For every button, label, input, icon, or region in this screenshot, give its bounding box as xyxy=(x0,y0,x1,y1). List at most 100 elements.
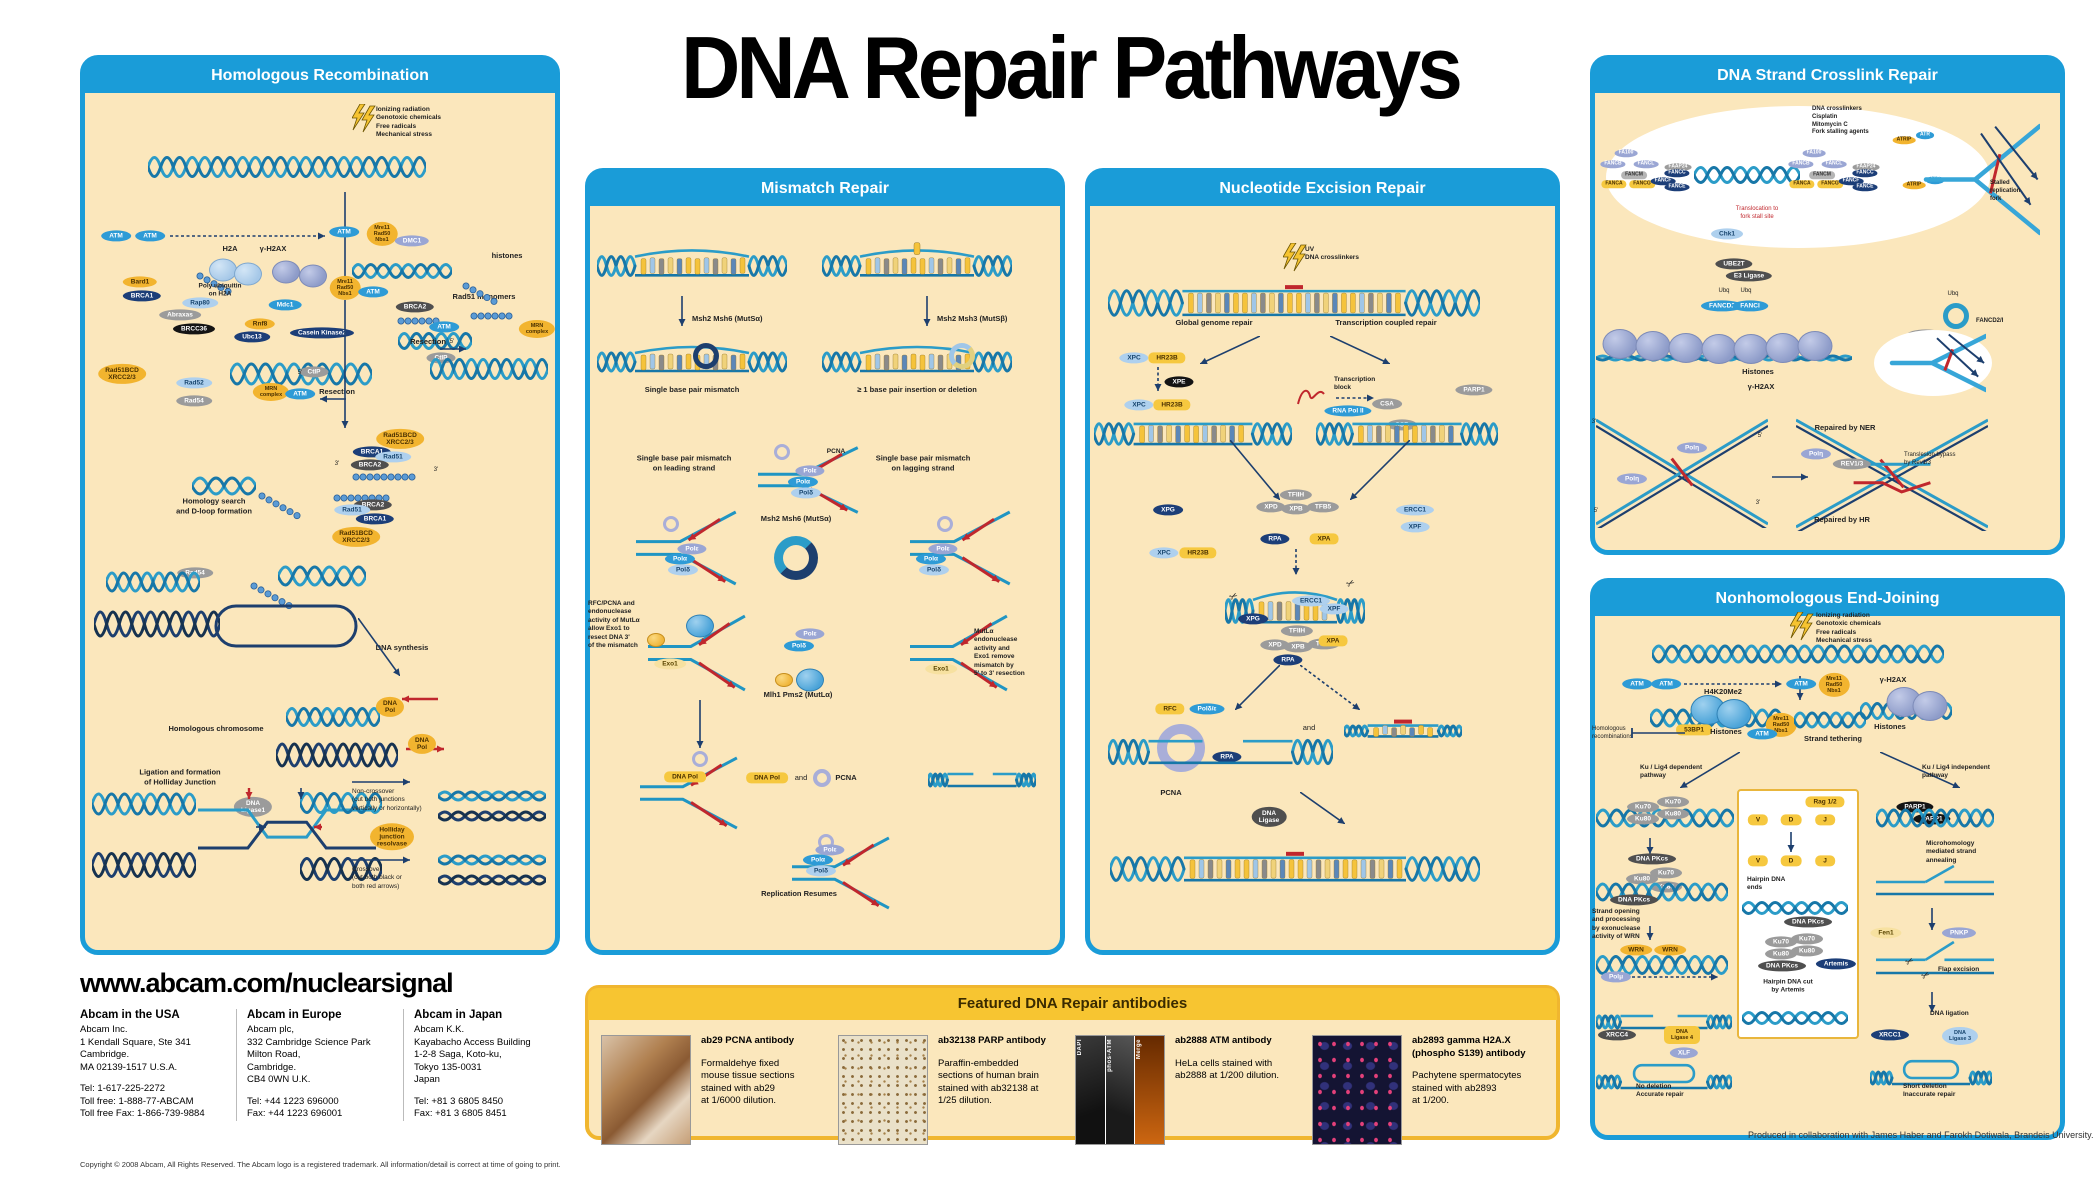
panel-title-dna-strand-crosslink-repair: DNA Strand Crosslink Repair xyxy=(1594,59,2061,93)
homologous-chromosome-label: Homologous chromosome xyxy=(168,724,264,734)
dna-ligation-label: DNA ligation xyxy=(1930,1010,1969,1017)
repaired-by-hr-label: Repaired by HR xyxy=(1814,515,1870,525)
atm-chip: ATM xyxy=(285,388,315,400)
xpd-chip: XPD xyxy=(1260,639,1290,651)
panel-title-nonhomologous-end-joining: Nonhomologous End-Joining xyxy=(1594,582,2061,616)
mrn-complex-chip: MRN complex xyxy=(252,382,290,402)
strip-merge: Merge xyxy=(1135,1036,1165,1144)
diagonal-arrow-icon xyxy=(1350,440,1410,500)
nucleosome-disk xyxy=(1668,333,1704,363)
artemis-chip: Artemis xyxy=(1815,958,1857,970)
office-address: Abcam K.K. Kayabacho Access Building 1-2… xyxy=(414,1024,531,1086)
casein-kinase2-chip: Casein Kinase2 xyxy=(289,327,355,339)
rad51bcd-xrcc2-3-chip: Rad51BCD XRCC2/3 xyxy=(98,363,146,385)
ku-lig4-independent-pathway-label: Ku / Lig4 independent pathway xyxy=(1922,764,1990,780)
inhibition-line xyxy=(1631,728,1685,738)
rfc-pcna-and-endonuclease-activity-of-mu-label: RFC/PCNA and endonuclease activity of Mu… xyxy=(588,600,640,650)
rpa-chip: RPA xyxy=(1212,751,1242,763)
nucleosome-disk xyxy=(686,614,714,638)
rad51bcd-xrcc2-3-chip: Rad51BCD XRCC2/3 xyxy=(376,428,424,450)
dna-helix xyxy=(276,742,398,768)
wrn-chip: WRN xyxy=(1620,944,1652,956)
homology-search-and-d-loop-formation-label: Homology search and D-loop formation xyxy=(176,496,252,515)
tfb5-chip: TFB5 xyxy=(1306,501,1340,513)
ligation-and-formation-of-holliday-junct-label: Ligation and formation of Holliday Junct… xyxy=(139,767,221,786)
dna-helix xyxy=(1742,1011,1848,1025)
panel-mismatch-repair: Mismatch Repair xyxy=(585,168,1065,955)
dna-helix xyxy=(1694,166,1800,184)
fancf-chip: FANCF xyxy=(1838,177,1864,185)
antibody-description: HeLa cells stained with ab2888 at 1/200 … xyxy=(1175,1057,1280,1082)
atm-chip: ATM xyxy=(1651,678,1681,690)
website-url: www.abcam.com/nuclearsignal xyxy=(80,968,454,998)
rnf8-chip: Rnf8 xyxy=(244,318,276,330)
microhomology-mediated-strand-annealing-label: Microhomology mediated strand annealing xyxy=(1926,840,1977,864)
brcc36-chip: BRCC36 xyxy=(172,323,216,335)
atm-chip: ATM xyxy=(358,286,388,298)
ubq-label: Ubq xyxy=(1740,288,1752,295)
xpc-chip: XPC xyxy=(1124,399,1154,411)
msh2-msh6-muts-label: Msh2 Msh6 (MutSα) xyxy=(692,314,763,323)
bard1-chip: Bard1 xyxy=(122,276,158,288)
fanca-chip: FANCA xyxy=(1789,180,1815,188)
strand-opening-and-processing-by-exonucl-label: Strand opening and processing by exonucl… xyxy=(1592,908,1641,941)
dna-gap xyxy=(1870,1059,1992,1086)
nucleosome-disk xyxy=(1912,691,1948,721)
fancl-chip: FANCL xyxy=(1633,160,1659,168)
pol-chip: Polη xyxy=(1616,473,1648,485)
dna-helix-pair xyxy=(438,790,546,822)
tfiih-chip: TFIIH xyxy=(1280,625,1314,637)
rpa-chip: RPA xyxy=(1260,533,1290,545)
antibody-description: Formaldehye fixed mouse tissue sections … xyxy=(701,1057,795,1107)
clamp-ring xyxy=(663,516,679,532)
clamp-ring xyxy=(949,343,975,369)
nucleosome-disk xyxy=(299,264,327,288)
pol-chip: Polα xyxy=(802,854,834,866)
antibody-image-sepia xyxy=(601,1035,691,1145)
arrow-down-icon xyxy=(245,788,253,799)
e3-ligase-chip: E3 Ligase xyxy=(1725,270,1773,282)
dna-bubble xyxy=(597,249,787,277)
rna-squiggle xyxy=(1297,389,1325,405)
dna-bubble xyxy=(822,242,1012,277)
translocation-to-fork-stall-site-label: Translocation to fork stall site xyxy=(1735,206,1779,220)
diagonal-arrow-icon xyxy=(1330,336,1390,364)
mutl-endonuclease-activity-and-exo1-remo-label: MutLα endonuclease activity and Exo1 rem… xyxy=(974,628,1025,678)
xlf-chip: XLF xyxy=(1669,1047,1699,1059)
panel-title-mismatch-repair: Mismatch Repair xyxy=(589,172,1061,206)
ctip-chip: CtIP xyxy=(299,366,329,378)
resection-label: Resection xyxy=(410,337,446,347)
rad51bcd-xrcc2-3-chip: Rad51BCD XRCC2/3 xyxy=(332,526,380,548)
j-chip: J xyxy=(1815,814,1835,826)
dna-helix xyxy=(94,610,220,638)
exo1-chip: Exo1 xyxy=(654,658,686,670)
diagonal-arrow-icon xyxy=(1300,665,1360,710)
dna-helix xyxy=(352,263,452,279)
h2a-label: H2A xyxy=(222,244,238,254)
ku70-chip: Ku70 xyxy=(1650,867,1682,879)
mdc1-chip: Mdc1 xyxy=(268,299,302,311)
diagonal-arrow-icon xyxy=(1680,752,1740,788)
stalled-replication-fork-label: Stalled replication fork xyxy=(1990,180,2021,202)
d-chip: D xyxy=(1780,855,1802,867)
xpg-chip: XPG xyxy=(1238,613,1268,625)
msh2-msh6-muts-label: Msh2 Msh6 (MutSα) xyxy=(760,514,832,524)
mre11-rad50-nbs1-chip: Mre11 Rad50 Nbs1 xyxy=(366,221,398,247)
fa100-chip: FA100 xyxy=(1802,149,1826,157)
nucleosome-disk xyxy=(1797,331,1833,361)
replication-resumes-label: Replication Resumes xyxy=(761,889,837,899)
office-address: Abcam Inc. 1 Kendall Square, Ste 341 Cam… xyxy=(80,1024,191,1073)
arrow-icon xyxy=(256,823,266,831)
transcription-block-label: Transcription block xyxy=(1334,376,1376,392)
xpg-chip: XPG xyxy=(1153,504,1183,516)
dna-gap xyxy=(928,772,1036,788)
translesion-bypass-by-rev1-3-label: Translesion bypass by Rev1/3 xyxy=(1904,452,1956,466)
fance-chip: FANCE xyxy=(1664,183,1690,191)
h4k20me2-label: H4K20Me2 xyxy=(1704,687,1742,697)
parp1-chip: PARP1 xyxy=(1913,813,1951,825)
replication-fork xyxy=(640,756,738,830)
arrow-down-icon xyxy=(1646,838,1654,854)
